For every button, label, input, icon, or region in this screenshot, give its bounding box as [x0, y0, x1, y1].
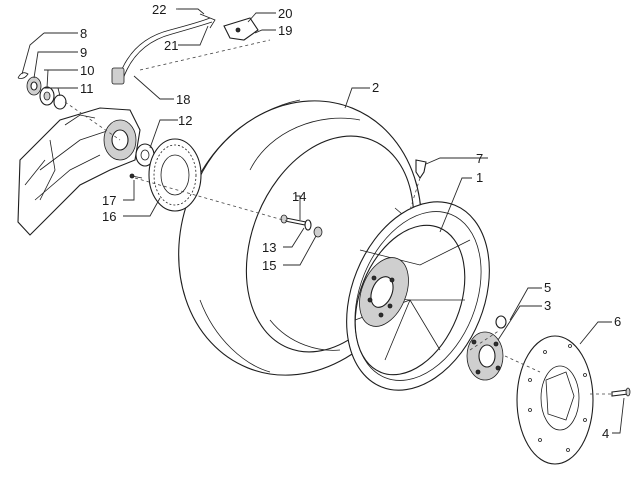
- axle-hardware: [280, 214, 323, 238]
- callout-4: 4: [602, 426, 609, 441]
- callout-12: 12: [178, 113, 192, 128]
- callout-10: 10: [80, 63, 94, 78]
- left-small-parts: [17, 72, 67, 110]
- callout-22: 22: [152, 2, 166, 17]
- disc-bolt: [611, 387, 631, 397]
- swing-arm: [17, 107, 141, 236]
- valve: [415, 159, 427, 179]
- callout-2: 2: [372, 80, 379, 95]
- callout-8: 8: [80, 26, 87, 41]
- callout-5: 5: [544, 280, 551, 295]
- leader-stubs: [44, 8, 178, 89]
- callout-13: 13: [262, 240, 276, 255]
- callout-16: 16: [102, 209, 116, 224]
- sensor-cable: [111, 13, 259, 85]
- callout-21: 21: [164, 38, 178, 53]
- callout-1: 1: [476, 170, 483, 185]
- callout-9: 9: [80, 45, 87, 60]
- callout-19: 19: [278, 23, 292, 38]
- callout-18: 18: [176, 92, 190, 107]
- callouts: 2 1 7 5 3 6 4 12 17 16 14 13 15 18 8 9 1…: [80, 2, 621, 441]
- callout-6: 6: [614, 314, 621, 329]
- hub-flange: [466, 315, 507, 381]
- assembly-lines: [64, 39, 612, 395]
- callout-11: 11: [80, 81, 94, 96]
- callout-14: 14: [292, 189, 306, 204]
- callout-7: 7: [476, 151, 483, 166]
- brake-disc: [516, 335, 594, 465]
- wheel-rim: [346, 201, 490, 391]
- tone-ring-assembly: [129, 138, 202, 212]
- callout-15: 15: [262, 258, 276, 273]
- callout-17: 17: [102, 193, 116, 208]
- callout-3: 3: [544, 298, 551, 313]
- callout-20: 20: [278, 6, 292, 21]
